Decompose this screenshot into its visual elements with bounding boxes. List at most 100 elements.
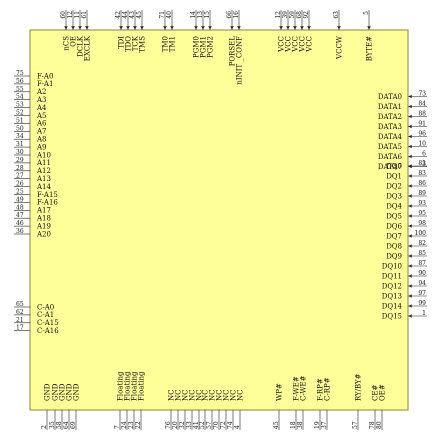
pin-number: 74 xyxy=(227,421,234,429)
pin-arrow xyxy=(367,26,371,30)
pin-number: 60 xyxy=(60,11,67,19)
pin-number: 20 xyxy=(172,421,179,429)
pin-number: 72 xyxy=(220,421,227,429)
pin-label: C-A1 xyxy=(37,311,54,319)
left-pin: 27 A13 xyxy=(14,173,51,183)
pin-number: 23 xyxy=(128,421,135,429)
bottom-pin: 18F-WE# xyxy=(290,376,300,430)
pin-arrow xyxy=(408,154,412,159)
pin-label: NC xyxy=(167,390,175,401)
pin-number: 94 xyxy=(418,280,426,287)
pin-number: 14 xyxy=(190,11,197,19)
pin-number: 92 xyxy=(303,11,310,19)
pin-arrow xyxy=(194,26,198,30)
pin-arrow xyxy=(408,94,412,99)
pin-label: A14 xyxy=(36,183,52,191)
pin-number: 10 xyxy=(418,141,426,148)
pin-number: 36 xyxy=(16,228,24,235)
bottom-pin: 4NC xyxy=(234,390,244,430)
pin-label: Floating xyxy=(137,371,145,401)
pin-label: TDI xyxy=(117,36,125,49)
pin-label: DQ4 xyxy=(386,202,402,210)
pin-arrow xyxy=(140,26,144,30)
pin-number: 53 xyxy=(16,102,24,109)
pin-number: 19 xyxy=(314,421,321,429)
pin-number: 22 xyxy=(135,421,142,429)
pin-label: VCC xyxy=(305,36,313,53)
pin-number: 61 xyxy=(81,11,88,19)
pin-number: 18 xyxy=(290,421,297,429)
pin-arrow xyxy=(286,26,290,30)
bottom-pin: 37C-RP# xyxy=(321,377,331,430)
bottom-pin: 22 Floating xyxy=(135,371,145,430)
pin-number: 27 xyxy=(16,173,24,180)
pin-label: Floating xyxy=(130,371,138,401)
pin-number: 98 xyxy=(418,220,426,227)
pin-label: A8 xyxy=(36,136,47,144)
pin-label: DATA7 xyxy=(378,163,402,171)
left-pin: 52 A5 xyxy=(14,110,47,120)
pin-label: NC xyxy=(229,390,237,401)
pin-number: 40 xyxy=(166,11,173,19)
pin-arrow xyxy=(408,304,412,308)
pin-label: VCC xyxy=(298,36,306,53)
bottom-pin: 74 NC xyxy=(227,390,237,430)
pin-number: 71 xyxy=(159,11,166,19)
pin-label: DQ0 xyxy=(386,162,402,170)
pin-number: 93 xyxy=(418,200,426,207)
pin-label: F-A1 xyxy=(37,80,53,88)
pin-number: 52 xyxy=(16,110,24,117)
pin-label: DQ10 xyxy=(382,262,402,270)
pin-label: A5 xyxy=(36,112,47,120)
pin-arrow xyxy=(126,26,130,30)
pin-label: NC xyxy=(195,390,203,401)
pin-label: DQ3 xyxy=(386,192,402,200)
pin-label: A18 xyxy=(36,215,51,223)
pin-arrow xyxy=(408,164,412,168)
pin-label: A2 xyxy=(36,88,47,96)
pin-number: 95 xyxy=(418,210,426,217)
pin-number: 48 xyxy=(16,204,24,211)
pin-label: NC xyxy=(201,390,209,401)
pin-number: 50 xyxy=(16,125,24,132)
pin-number: 30 xyxy=(16,149,24,156)
pin-number: 41 xyxy=(193,421,200,429)
pin-number: 29 xyxy=(16,157,24,164)
pin-label: TDO xyxy=(124,36,132,52)
pin-label: A13 xyxy=(36,175,51,183)
pin-arrow xyxy=(78,26,82,30)
pin-number: 21 xyxy=(16,317,24,324)
pin-arrow xyxy=(119,26,123,30)
pin-label: NC xyxy=(215,390,223,401)
pin-number: 25 xyxy=(16,189,24,196)
